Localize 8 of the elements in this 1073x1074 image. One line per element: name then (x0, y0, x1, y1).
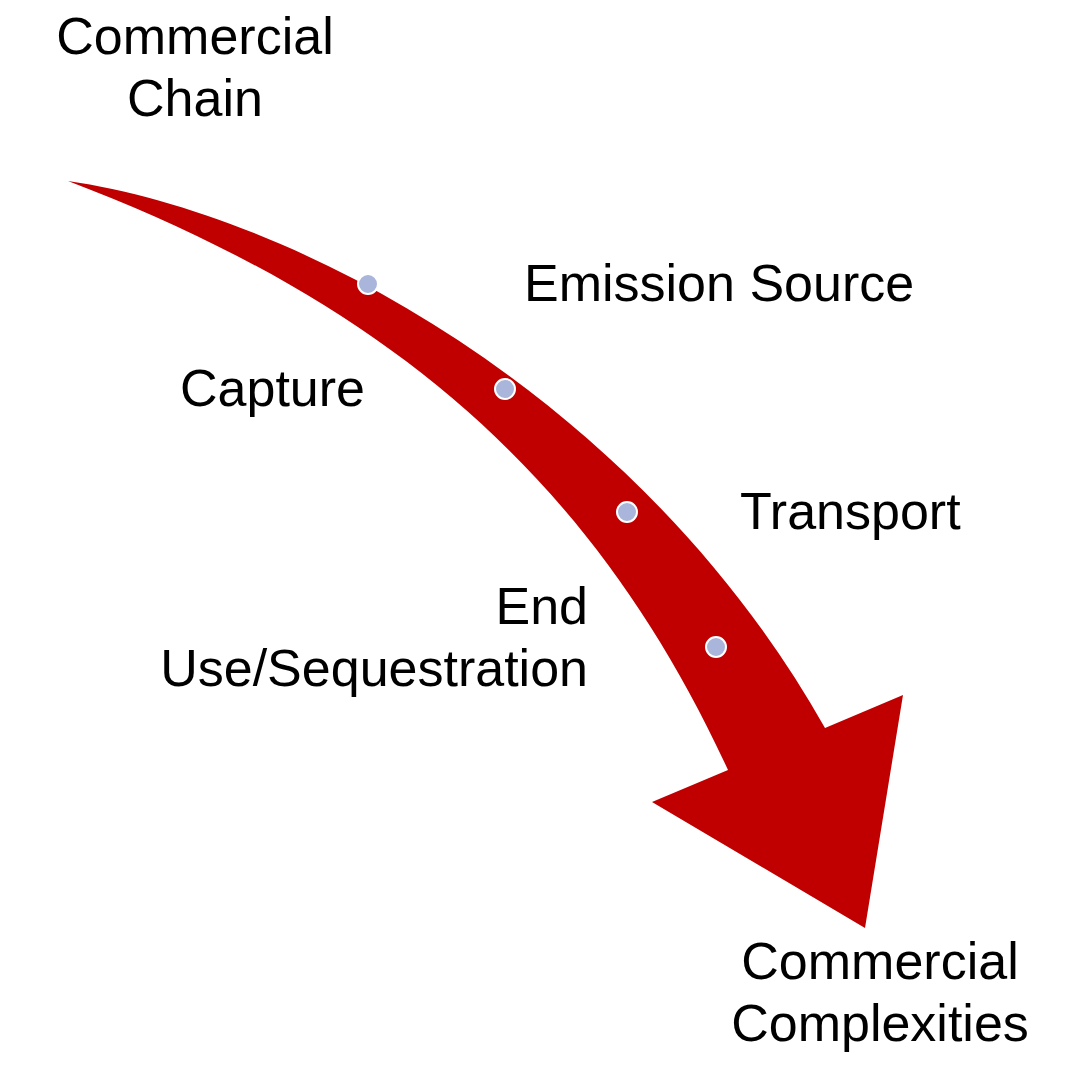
step-label: Transport (740, 481, 962, 542)
stage-label: Commercial Chain (10, 5, 380, 129)
step-dot (357, 273, 379, 295)
step-label: Emission Source (524, 253, 916, 314)
stage-label: Commercial Complexities (680, 930, 1073, 1054)
step-label: End Use/Sequestration (159, 576, 588, 699)
step-label: Capture (180, 358, 366, 419)
curved-arrow (68, 181, 903, 928)
